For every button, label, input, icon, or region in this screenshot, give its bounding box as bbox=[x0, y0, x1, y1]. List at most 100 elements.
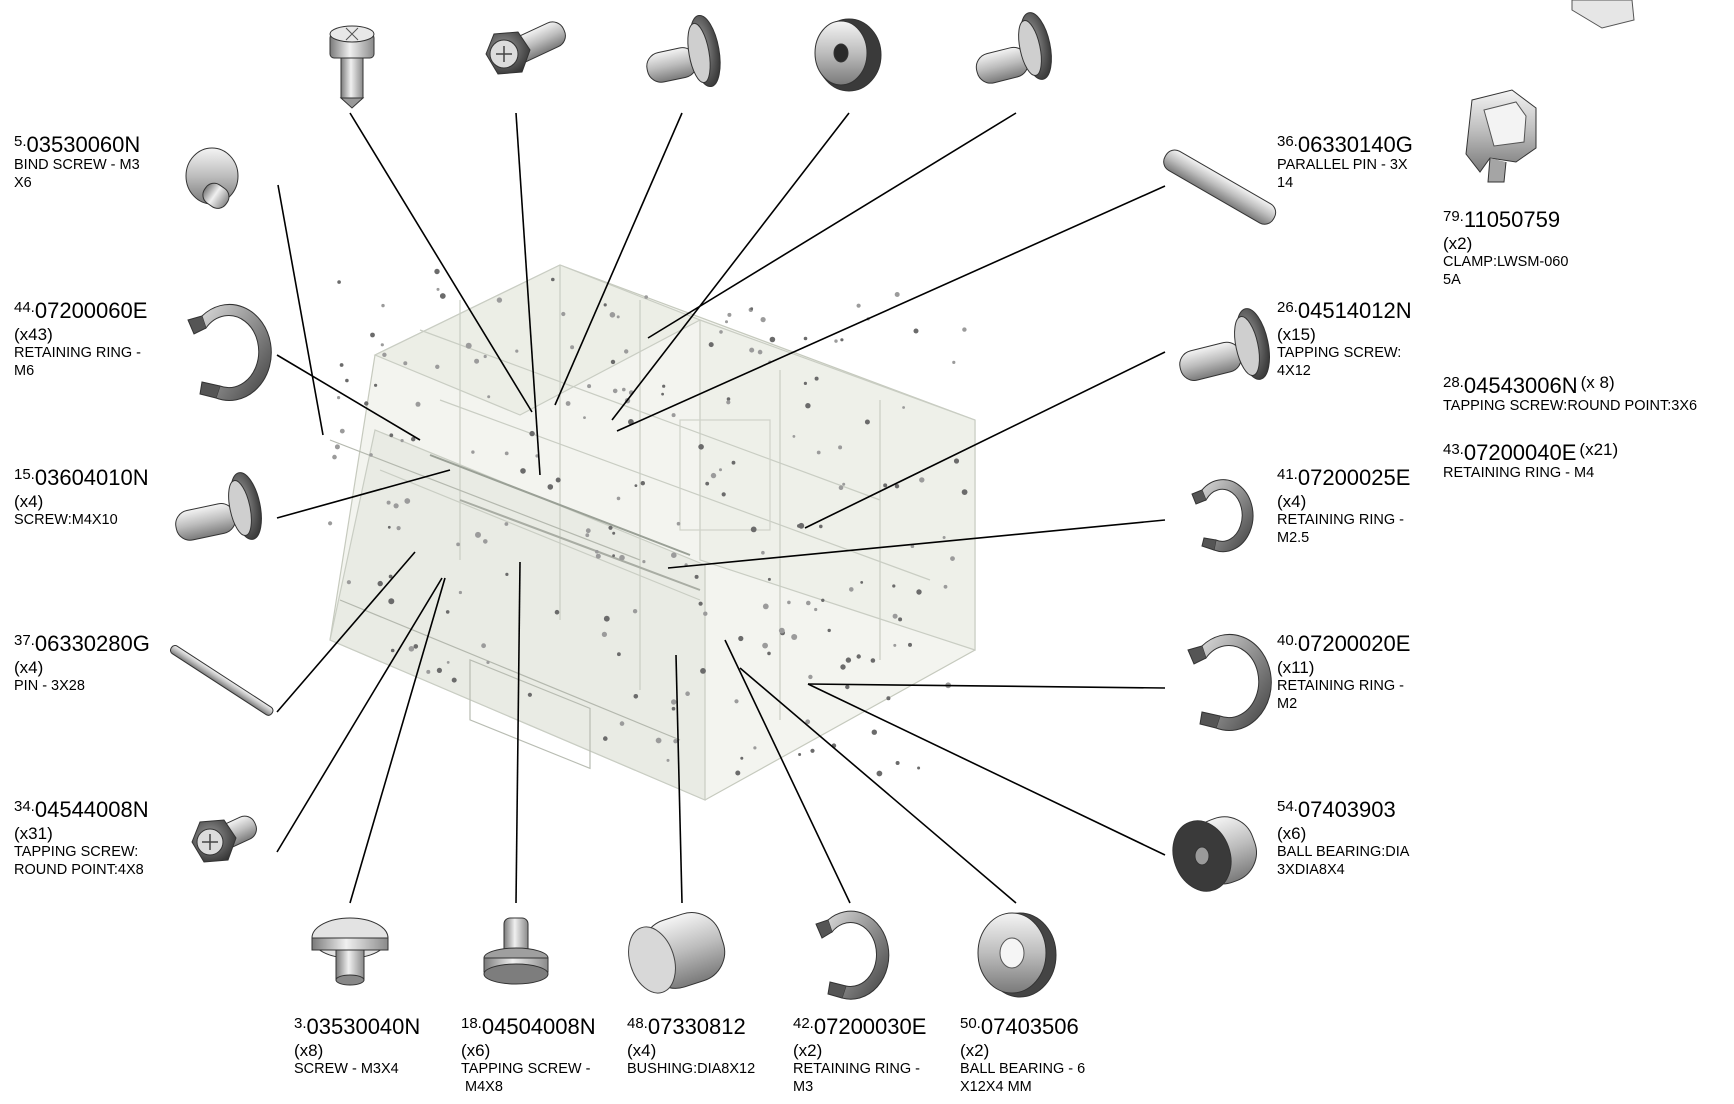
fastener-dot bbox=[892, 584, 896, 588]
fastener-dot bbox=[694, 574, 699, 579]
fastener-dot bbox=[609, 312, 616, 318]
leader-line bbox=[515, 112, 541, 476]
fastener-dot bbox=[749, 347, 755, 353]
fastener-dot bbox=[762, 603, 769, 610]
fastener-dot bbox=[551, 277, 555, 282]
fastener-dot bbox=[505, 572, 509, 577]
fastener-dot bbox=[332, 454, 337, 460]
fastener-dot bbox=[661, 392, 664, 396]
bushing-icon bbox=[628, 912, 726, 994]
fastener-dot bbox=[808, 674, 813, 680]
fastener-dot bbox=[917, 766, 921, 770]
flat-head-screw-icon bbox=[311, 917, 389, 986]
fastener-dot bbox=[671, 413, 676, 418]
part-icons bbox=[169, 0, 1635, 1000]
fastener-dot bbox=[565, 401, 571, 406]
fastener-dot bbox=[952, 360, 956, 364]
fastener-dot bbox=[496, 297, 503, 303]
tapping-screw-icon bbox=[483, 917, 549, 985]
retaining-ring-icon bbox=[815, 910, 890, 1000]
fastener-dot bbox=[655, 737, 662, 744]
fastener-dot bbox=[382, 352, 387, 357]
leader-line bbox=[554, 112, 683, 406]
part-label: 5.03530060N BIND SCREW - M3 X6 bbox=[14, 132, 141, 192]
fastener-dot bbox=[337, 280, 341, 284]
fastener-dot bbox=[726, 397, 731, 401]
fastener-dot bbox=[845, 657, 852, 663]
leader-line bbox=[616, 185, 1166, 432]
part-label: 34.04544008N (x31)TAPPING SCREW: ROUND P… bbox=[14, 797, 149, 878]
fastener-dot bbox=[603, 303, 607, 307]
fastener-dot bbox=[555, 477, 561, 483]
fastener-dot bbox=[380, 343, 384, 347]
part-label: 48.07330812 (x4)BUSHING:DIA8X12 bbox=[627, 1014, 756, 1077]
fastener-dot bbox=[619, 721, 625, 726]
fastener-dot bbox=[838, 445, 843, 450]
part-label: 36.06330140G PARALLEL PIN - 3X 14 bbox=[1277, 132, 1413, 192]
fastener-dot bbox=[529, 430, 535, 437]
fastener-dot bbox=[943, 584, 948, 589]
fastener-dot bbox=[671, 699, 677, 705]
fastener-dot bbox=[388, 598, 395, 605]
retaining-ring-icon bbox=[1191, 479, 1254, 553]
fastener-dot bbox=[950, 556, 955, 561]
fastener-dot bbox=[487, 395, 491, 399]
fastener-dot bbox=[612, 388, 618, 394]
fastener-dot bbox=[705, 481, 710, 486]
fastener-dot bbox=[642, 560, 646, 564]
fastener-dot bbox=[339, 363, 344, 367]
fastener-dot bbox=[757, 349, 763, 355]
fastener-dot bbox=[595, 553, 601, 559]
fastener-dot bbox=[819, 524, 823, 529]
fastener-dot bbox=[698, 601, 703, 606]
fastener-dot bbox=[894, 484, 900, 489]
leader-line bbox=[277, 184, 324, 436]
fastener-dot bbox=[734, 699, 739, 704]
leader-line bbox=[804, 351, 1166, 529]
part-label: 26.04514012N (x15)TAPPING SCREW: 4X12 bbox=[1277, 298, 1412, 379]
fastener-dot bbox=[612, 531, 616, 535]
fastener-dot bbox=[816, 450, 821, 455]
fastener-dot bbox=[388, 574, 393, 579]
leader-line bbox=[807, 683, 1166, 856]
fastener-dot bbox=[838, 485, 844, 491]
phillips-hex-screw-icon bbox=[485, 21, 566, 75]
fastener-dot bbox=[814, 607, 818, 612]
leader-line bbox=[724, 639, 851, 904]
fastener-dot bbox=[753, 746, 757, 750]
fastener-dot bbox=[393, 503, 399, 509]
leader-line bbox=[515, 561, 521, 904]
fastener-dot bbox=[339, 428, 345, 434]
fastener-dot bbox=[671, 552, 677, 558]
fastener-dot bbox=[893, 643, 897, 647]
fastener-dot bbox=[369, 453, 373, 457]
fastener-dot bbox=[827, 628, 831, 633]
fastener-dot bbox=[676, 521, 681, 526]
part-label: 44.07200060E (x43)RETAINING RING - M6 bbox=[14, 298, 148, 379]
leader-line bbox=[611, 112, 850, 421]
fastener-dot bbox=[601, 631, 608, 638]
fastener-dot bbox=[791, 634, 798, 640]
fastener-dot bbox=[377, 580, 383, 587]
fastener-dot bbox=[895, 761, 900, 765]
fastener-dot bbox=[471, 450, 475, 454]
fastener-dot bbox=[726, 400, 731, 405]
washer-icon bbox=[814, 18, 882, 92]
fastener-dot bbox=[871, 729, 877, 735]
fastener-dot bbox=[456, 542, 460, 547]
fastener-dot bbox=[389, 433, 394, 438]
fastener-dot bbox=[624, 349, 629, 354]
ball-bearing-icon bbox=[977, 912, 1057, 998]
machine-assembly bbox=[329, 264, 976, 801]
fastener-dot bbox=[942, 536, 946, 539]
fastener-dot bbox=[700, 668, 706, 674]
fastener-dot bbox=[570, 345, 575, 350]
fastener-dot bbox=[434, 268, 440, 275]
fastener-dot bbox=[750, 307, 754, 311]
part-label: 37.06330280G (x4)PIN - 3X28 bbox=[14, 631, 150, 694]
fastener-dot bbox=[860, 581, 864, 584]
fastener-dot bbox=[483, 354, 487, 359]
fastener-dot bbox=[617, 652, 621, 657]
fastener-dot bbox=[673, 739, 678, 744]
